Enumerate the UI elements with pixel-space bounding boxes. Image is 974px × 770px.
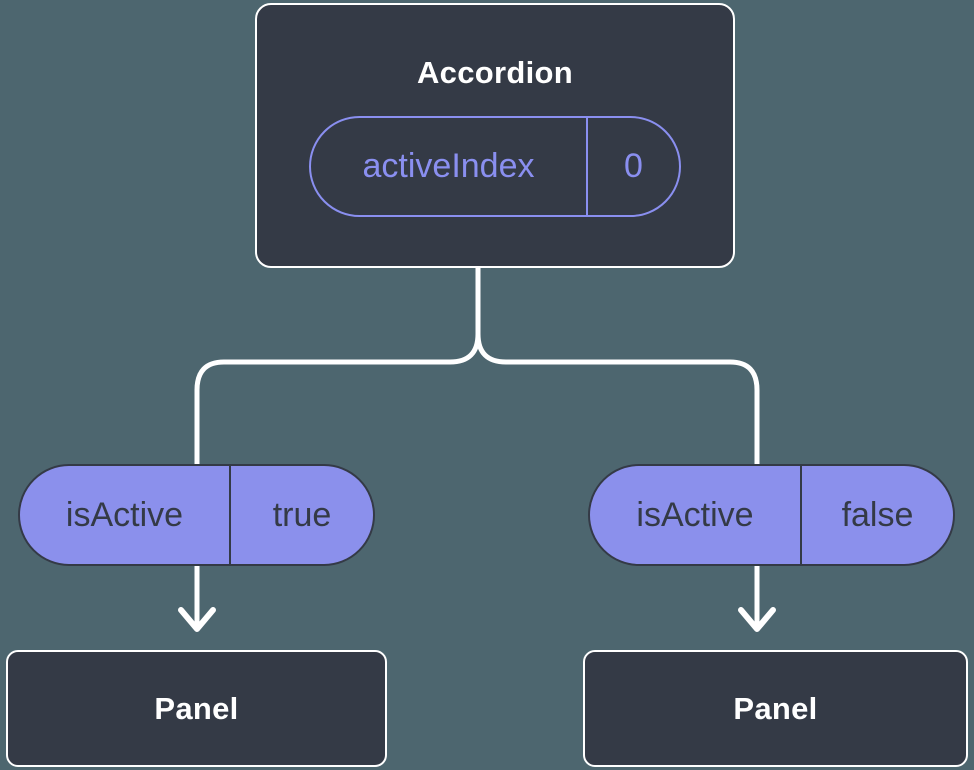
panel-node-title: Panel <box>154 690 239 726</box>
prop-pill-is-active-true: isActive true <box>18 464 375 566</box>
branch-left <box>194 264 481 471</box>
state-pill-active-index: activeIndex 0 <box>309 115 681 217</box>
state-value-label: 0 <box>624 146 643 185</box>
prop-value-label: false <box>841 495 914 534</box>
prop-name-label: isActive <box>590 466 802 564</box>
prop-pill-is-active-false: isActive false <box>588 464 955 566</box>
accordion-node-title: Accordion <box>417 54 573 90</box>
prop-value-label: true <box>272 495 332 534</box>
panel-node-title: Panel <box>733 690 818 726</box>
arrow-right-head <box>738 607 776 632</box>
branch-right <box>475 264 760 471</box>
accordion-node: Accordion activeIndex 0 <box>255 3 735 268</box>
state-name-label: activeIndex <box>311 117 588 215</box>
panel-node-right: Panel <box>583 650 968 767</box>
prop-name-label: isActive <box>20 466 231 564</box>
arrow-left-head <box>178 607 216 632</box>
panel-node-left: Panel <box>6 650 387 767</box>
